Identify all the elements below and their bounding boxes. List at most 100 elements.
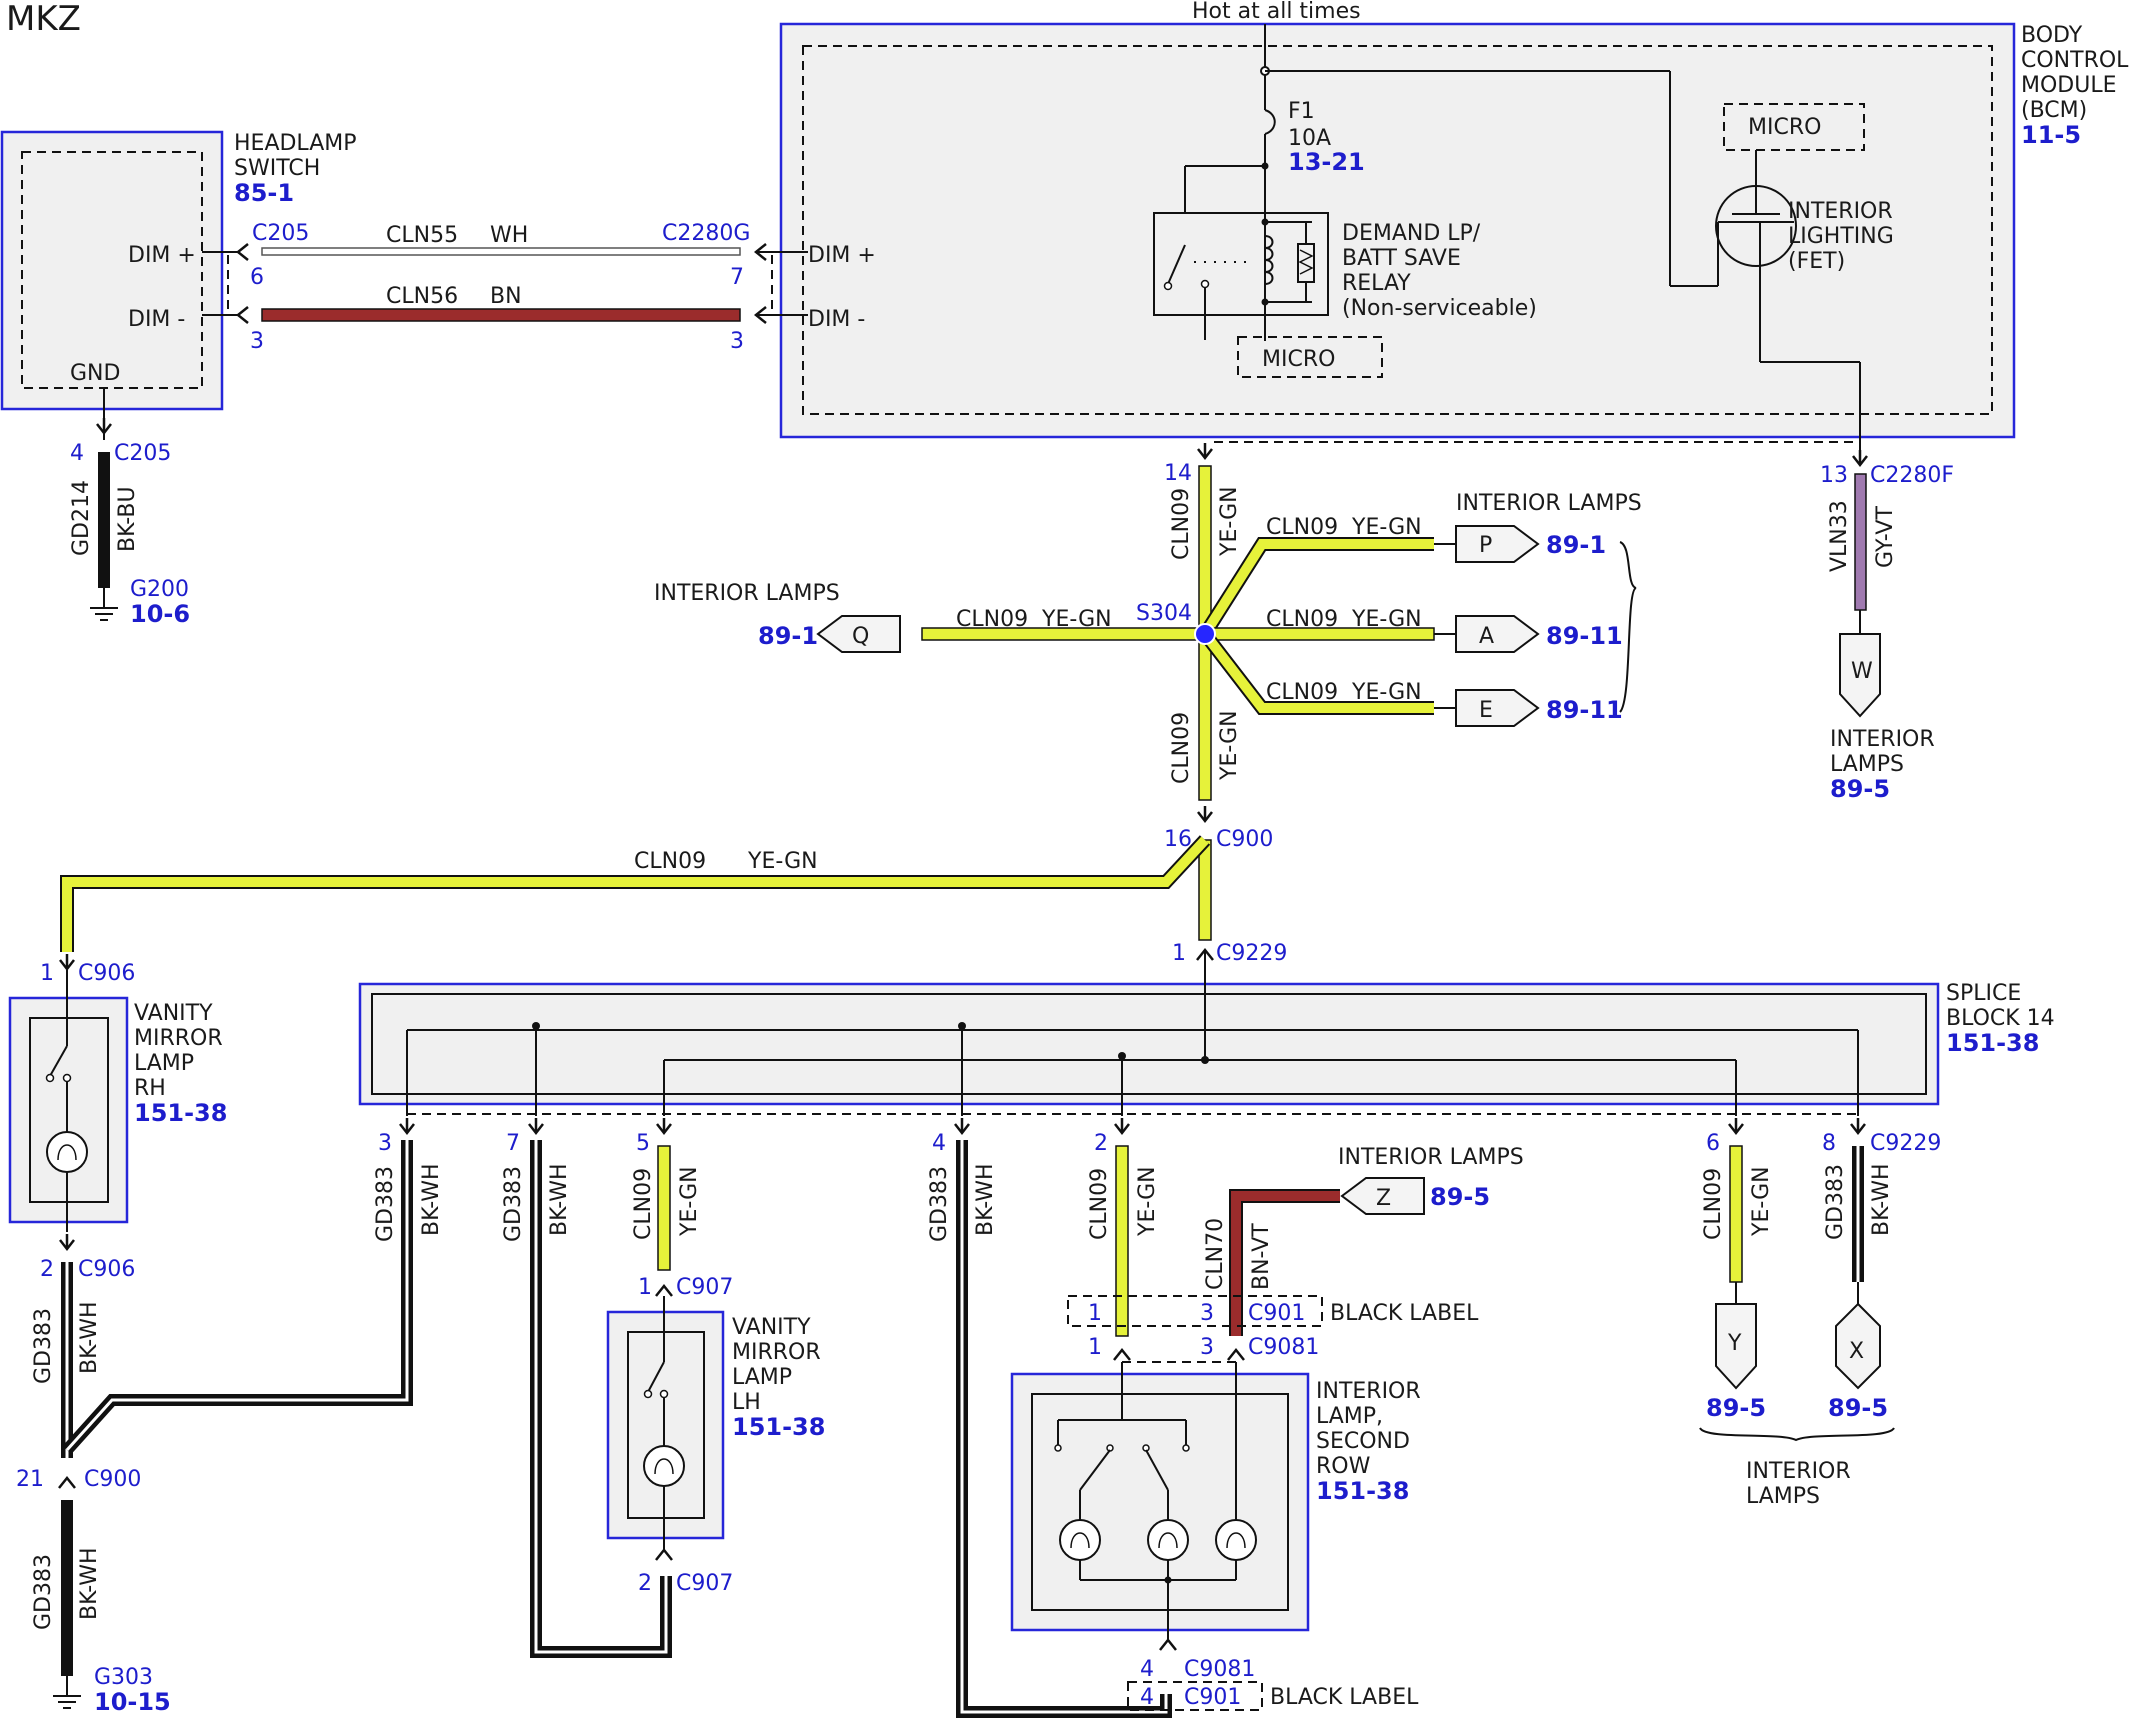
- tag-a-ref[interactable]: 89-11: [1546, 622, 1623, 650]
- tag-e-ref[interactable]: 89-11: [1546, 696, 1623, 724]
- splice-block-name-2: BLOCK 14: [1946, 1006, 2055, 1031]
- cln56-pin-left: 3: [250, 329, 264, 354]
- g200-ref[interactable]: 10-6: [130, 600, 190, 628]
- bl-lower-connector: C901: [1184, 1685, 1241, 1710]
- sb5-circuit: CLN09: [631, 1168, 656, 1240]
- s304-input-color: YE-GN: [1217, 486, 1242, 557]
- s304-down-circuit: CLN09: [1169, 712, 1194, 784]
- rh-name-2: MIRROR: [134, 1026, 223, 1051]
- splice-block-ref[interactable]: 151-38: [1946, 1029, 2039, 1057]
- tag-e[interactable]: [1455, 689, 1540, 727]
- second-row-ref[interactable]: 151-38: [1316, 1477, 1409, 1505]
- wire-cln70: [1227, 1189, 1340, 1361]
- tag-z-ref[interactable]: 89-5: [1430, 1183, 1490, 1211]
- sb-pin-8-connector: C9229: [1870, 1131, 1941, 1156]
- tag-a[interactable]: [1455, 615, 1540, 653]
- cln70-circuit: CLN70: [1203, 1218, 1228, 1290]
- cln56-circuit: CLN56: [386, 284, 458, 309]
- vanity-feed-color: YE-GN: [747, 849, 818, 874]
- s304-input-pin: 14: [1164, 461, 1192, 486]
- branch-a-circuit: CLN09: [1266, 607, 1338, 632]
- w-ref[interactable]: 89-5: [1830, 775, 1890, 803]
- rh-name-1: VANITY: [134, 1001, 213, 1026]
- g303-ref[interactable]: 10-15: [94, 1688, 171, 1716]
- g303-color: BK-WH: [77, 1547, 102, 1620]
- branch-q-color: YE-GN: [1041, 607, 1112, 632]
- fuse-ref[interactable]: 13-21: [1288, 148, 1365, 176]
- c9081-lower-connector: C9081: [1184, 1657, 1255, 1682]
- g200-connector: C205: [114, 441, 171, 466]
- tag-z-letter: Z: [1376, 1186, 1391, 1211]
- headlamp-ref[interactable]: 85-1: [234, 179, 294, 207]
- tag-p[interactable]: [1455, 525, 1540, 563]
- splice-block-14: [358, 950, 1940, 1135]
- second-row-name-3: SECOND: [1316, 1429, 1410, 1454]
- tag-q-ref[interactable]: 89-1: [758, 622, 818, 650]
- vln33-connector: C2280F: [1870, 463, 1954, 488]
- sb2-circuit: CLN09: [1087, 1168, 1112, 1240]
- bl-upper-label: BLACK LABEL: [1330, 1301, 1479, 1326]
- lh-name-1: VANITY: [732, 1315, 811, 1340]
- bcm-name-1: BODY: [2021, 23, 2083, 48]
- tag-p-ref[interactable]: 89-1: [1546, 531, 1606, 559]
- fet-name-3: (FET): [1788, 249, 1845, 274]
- rh-conn-out: C906: [78, 1257, 135, 1282]
- tag-a-letter: A: [1479, 624, 1494, 649]
- tag-y-ref[interactable]: 89-5: [1706, 1394, 1766, 1422]
- fet-icon: [1715, 150, 1861, 458]
- rh-conn-in: C906: [78, 961, 135, 986]
- rh-name-3: LAMP: [134, 1051, 194, 1076]
- g303-circuit: GD383: [31, 1554, 56, 1630]
- rh-ref[interactable]: 151-38: [134, 1099, 227, 1127]
- bcm-ref[interactable]: 11-5: [2021, 121, 2081, 149]
- wire-gd383-rh: [53, 1140, 413, 1709]
- bl-upper-pin-a: 1: [1088, 1301, 1102, 1326]
- diagram-title: MKZ: [6, 0, 81, 39]
- second-row-name-4: ROW: [1316, 1454, 1371, 1479]
- wire-cln55: [202, 243, 808, 261]
- vln33-color: GY-VT: [1873, 506, 1898, 568]
- lh-pin-out: 2: [638, 1571, 652, 1596]
- headlamp-pin-dim-minus: DIM -: [128, 307, 185, 332]
- bl-lower-pin: 4: [1140, 1685, 1154, 1710]
- sb-pin-7: 7: [506, 1131, 520, 1156]
- sb8-color: BK-WH: [1869, 1163, 1894, 1236]
- interior-lamp-second-row: [1010, 1362, 1310, 1651]
- tag-y-letter: Y: [1727, 1331, 1742, 1356]
- lh-name-4: LH: [732, 1390, 761, 1415]
- tag-z[interactable]: [1340, 1177, 1425, 1215]
- headlamp-pin-gnd: GND: [70, 361, 120, 386]
- c900-bottom-connector: C900: [84, 1467, 141, 1492]
- c9229-top-connector: C9229: [1216, 941, 1287, 966]
- relay-micro: MICRO: [1262, 347, 1335, 372]
- tag-e-letter: E: [1479, 698, 1493, 723]
- g200-ground: G200: [130, 577, 189, 602]
- relay-component: [1153, 166, 1329, 341]
- wire-vanity-feed: [58, 835, 1211, 971]
- micro-top: MICRO: [1748, 115, 1821, 140]
- branch-p-circuit: CLN09: [1266, 515, 1338, 540]
- sb7-color: BK-WH: [547, 1163, 572, 1236]
- s304-input-circuit: CLN09: [1169, 488, 1194, 560]
- second-row-name-1: INTERIOR: [1316, 1379, 1421, 1404]
- vanity-mirror-lamp-rh: [8, 970, 129, 1251]
- power-label: Hot at all times: [1192, 0, 1361, 24]
- sb8-circuit: GD383: [1823, 1164, 1848, 1240]
- right-outputs-label-2: LAMPS: [1746, 1484, 1820, 1509]
- w-tag: W: [1851, 659, 1873, 684]
- fuse-rating: 10A: [1288, 126, 1331, 151]
- lh-conn-in: C907: [676, 1275, 733, 1300]
- cln56-color: BN: [490, 284, 522, 309]
- tag-x-ref[interactable]: 89-5: [1828, 1394, 1888, 1422]
- c900-top-connector: C900: [1216, 827, 1273, 852]
- right-outputs-label-1: INTERIOR: [1746, 1459, 1851, 1484]
- sb-pin-2: 2: [1094, 1131, 1108, 1156]
- right-group-label: INTERIOR LAMPS: [1456, 491, 1642, 516]
- tag-q[interactable]: [816, 615, 901, 653]
- ground-wire-g200: [90, 388, 118, 621]
- fet-name-1: INTERIOR: [1788, 199, 1893, 224]
- lh-ref[interactable]: 151-38: [732, 1413, 825, 1441]
- wire-sb-pin2: [1113, 1145, 1131, 1361]
- bcm-pin-dim-minus: DIM -: [808, 307, 865, 332]
